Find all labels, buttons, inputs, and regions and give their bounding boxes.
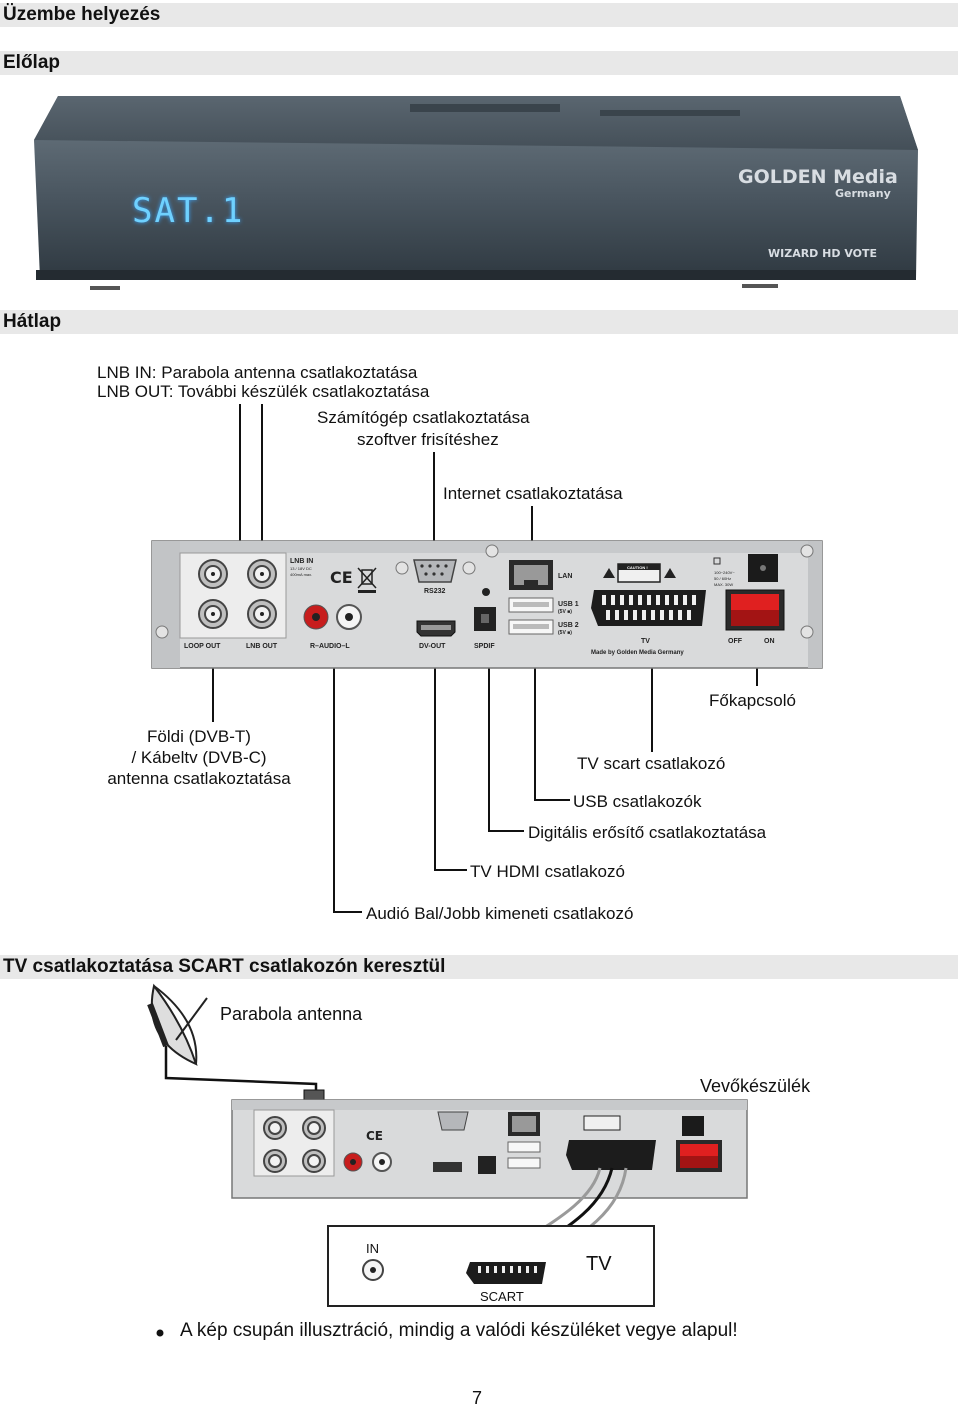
label-audio: Audió Bal/Jobb kimeneti csatlakozó <box>366 904 634 923</box>
label-usb: USB csatlakozók <box>573 792 702 811</box>
print-lnb-in-spec2: 400mA max. <box>290 572 312 577</box>
heading-back: Hátlap <box>3 311 62 332</box>
print-made-by: Made by Golden Media Germany <box>591 650 684 656</box>
print-usb1: USB 1 <box>558 601 579 608</box>
print-power-spec1: 100~240V~ <box>714 570 735 575</box>
label-dish: Parabola antenna <box>220 1004 363 1024</box>
heading-front: Előlap <box>3 52 61 73</box>
print-rs232: RS232 <box>424 588 446 595</box>
print-caution: CAUTION ! <box>627 565 648 570</box>
print-power-spec3: MAX. 30W <box>714 582 733 587</box>
print-dv-out: DV-OUT <box>419 643 446 650</box>
rear-panel-diagram: CE <box>151 404 823 913</box>
label-rs232-2: szoftver frisítéshez <box>357 430 499 449</box>
front-panel-image <box>34 96 918 290</box>
label-lnb-in: LNB IN: Parabola antenna csatlakoztatása <box>97 363 418 382</box>
heading-main: Üzembe helyezés <box>3 4 161 25</box>
label-lnb-out: LNB OUT: További készülék csatlakoztatás… <box>97 382 430 401</box>
heading-scart: TV csatlakoztatása SCART csatlakozón ker… <box>3 956 446 977</box>
print-loop-out: LOOP OUT <box>184 643 221 650</box>
label-tv-scart-socket: SCART <box>480 1289 524 1304</box>
print-usb1-spec: (5V ■) <box>558 609 572 615</box>
page-number: 7 <box>472 1388 483 1408</box>
label-terrestrial-1: Földi (DVB-T) <box>147 727 251 746</box>
front-display: SAT.1 <box>132 191 245 231</box>
label-receiver: Vevőkészülék <box>700 1076 811 1096</box>
print-audio: R–AUDIO–L <box>310 643 350 650</box>
svg-text:CE: CE <box>330 568 353 587</box>
bullet-note: A kép csupán illusztráció, mindig a való… <box>180 1320 738 1341</box>
heading-bar-main <box>0 3 958 27</box>
brand-logo: GOLDEN Media <box>738 166 898 188</box>
print-power-spec2: 50 / 60Hz <box>714 576 731 581</box>
label-tv: TV <box>586 1253 612 1275</box>
model-name: WIZARD HD VOTE <box>768 247 878 260</box>
print-lnb-in: LNB IN <box>290 558 313 565</box>
label-terrestrial-2: / Kábeltv (DVB-C) <box>131 748 267 767</box>
label-rs232-1: Számítógép csatlakoztatása <box>317 408 530 427</box>
print-lan: LAN <box>558 573 572 580</box>
print-on: ON <box>764 638 775 645</box>
print-spdif: SPDIF <box>474 643 495 650</box>
label-internet: Internet csatlakoztatása <box>443 484 623 503</box>
print-tv: TV <box>641 638 650 645</box>
svg-text:CE: CE <box>366 1129 383 1143</box>
print-usb2: USB 2 <box>558 622 579 629</box>
print-usb2-spec: (5V ■) <box>558 630 572 636</box>
heading-bar-front <box>0 51 958 75</box>
label-hdmi: TV HDMI csatlakozó <box>470 862 625 881</box>
heading-bar-back <box>0 310 958 334</box>
label-tv-in: IN <box>366 1241 379 1256</box>
print-off: OFF <box>728 638 743 645</box>
label-tv-scart: TV scart csatlakozó <box>577 754 726 773</box>
label-power: Főkapcsoló <box>709 691 796 710</box>
label-spdif: Digitális erősítő csatlakoztatása <box>528 823 767 842</box>
brand-sub: Germany <box>835 187 891 200</box>
print-lnb-in-spec1: 13 / 18V DC <box>290 566 312 571</box>
label-terrestrial-3: antenna csatlakoztatása <box>107 769 291 788</box>
print-lnb-out: LNB OUT <box>246 643 278 650</box>
heading-bar-scart <box>0 955 958 979</box>
